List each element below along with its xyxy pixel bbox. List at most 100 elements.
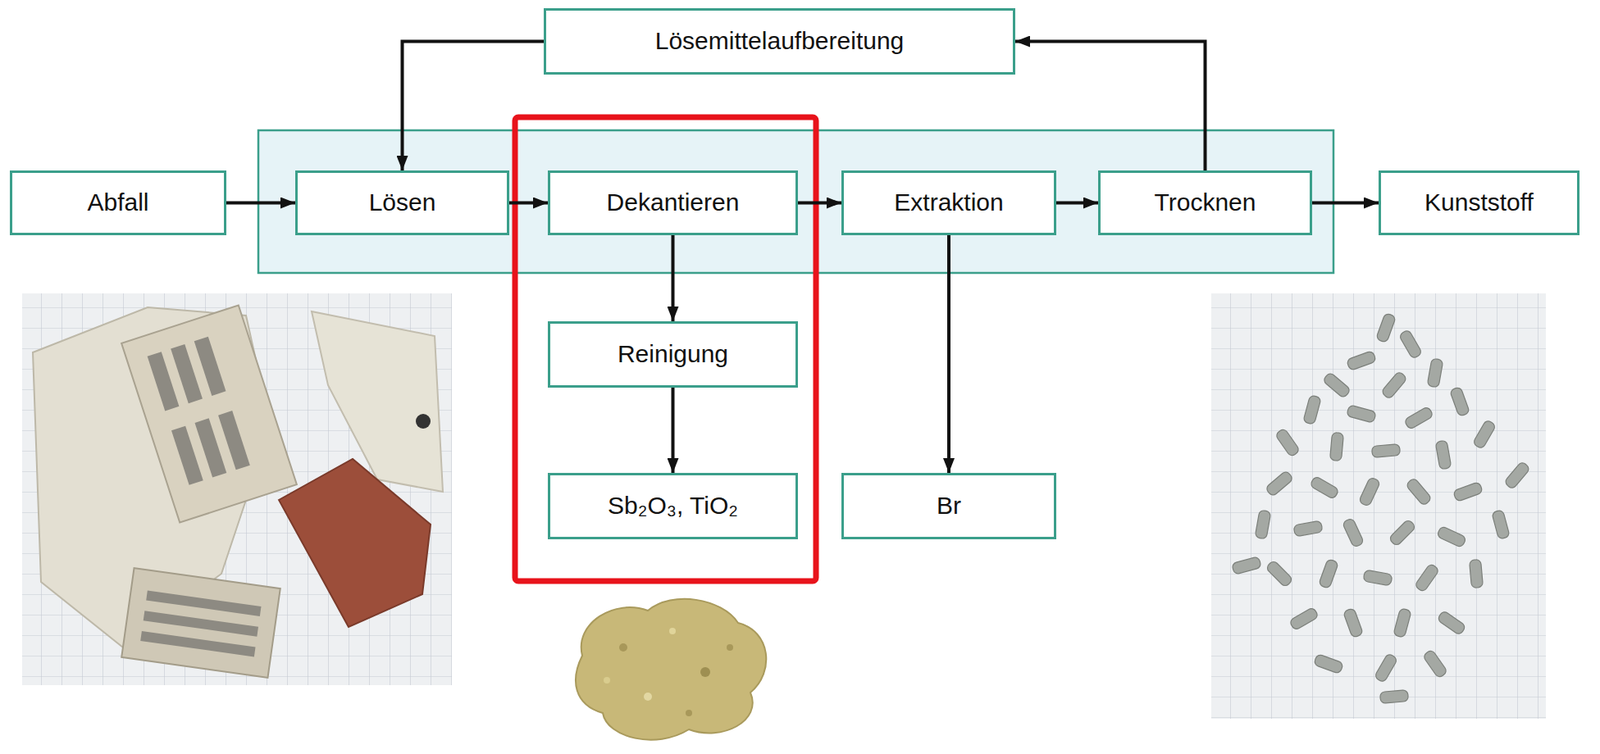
illustration-part [1426,358,1444,388]
illustration-part [1469,559,1484,589]
illustration-part [218,410,251,470]
illustration-part [1436,525,1468,548]
process-box: Abfall [9,170,227,236]
illustration-part [1254,510,1272,540]
illustration-part [311,311,443,493]
box-label: Kunststoff [1424,188,1534,218]
illustration-part [121,568,281,679]
process-box: Reinigung [547,321,798,388]
illustration-part [258,130,1334,274]
illustration-part [1405,477,1433,506]
illustration-part [1265,560,1294,589]
flow-arrow [947,235,951,474]
illustration-part [1472,419,1496,450]
illustration-part [140,631,256,657]
illustration-part [515,117,816,582]
illustration-part [1341,518,1364,549]
illustration-part [1373,653,1398,684]
illustration-part [1358,477,1381,508]
process-band [258,130,1334,274]
illustration-part [143,610,259,637]
box-label: Br [936,492,962,521]
box-label: Sb₂O₃, TiO₂ [607,492,739,521]
process-box: Trocknen [1098,170,1313,236]
illustration-part [1435,440,1452,470]
illustration-part [1303,395,1322,425]
illustration-part [194,337,227,397]
flow-arrow [671,235,675,322]
process-box: Extraktion [841,170,1057,236]
illustration-part [1330,432,1345,461]
process-box: Br [841,473,1057,540]
illustration-part [1264,470,1294,498]
illustration-part [619,643,628,652]
illustration-part [121,568,281,679]
illustration-part [1309,475,1340,500]
box-label: Abfall [86,188,149,218]
illustration-part [1318,559,1340,590]
illustration-part [1398,329,1423,360]
illustration-part [1371,444,1400,459]
illustration-part [1491,510,1510,540]
illustration-part [726,644,734,652]
illustration-part [1362,569,1393,587]
process-box: Kunststoff [1378,170,1580,236]
box-label: Extraktion [893,188,1003,218]
illustration-part [1393,608,1412,639]
flow-arrow [226,201,296,206]
highlight-frame [515,117,816,582]
box-label: Lösen [369,188,437,218]
flow-arrow [1312,201,1379,206]
process-box: Sb₂O₃, TiO₂ [547,473,798,540]
illustration-part [575,599,766,741]
illustration-part [685,710,693,717]
illustration-part [278,459,431,628]
illustration-part [1376,313,1397,344]
illustration-part [1275,428,1301,458]
illustration-part [1381,370,1409,400]
flow-arrow [509,201,548,206]
illustration-part [1388,519,1417,548]
illustration-part [1293,520,1323,538]
illustration-part [22,293,452,686]
box-label: Lösemittelaufbereitung [655,27,905,56]
illustration-part [1449,387,1471,418]
illustration-part [1289,606,1319,631]
flow-arrow [1056,201,1099,206]
illustration-part [1379,690,1409,705]
illustration-part [1211,293,1546,720]
illustration-part [1422,649,1449,680]
illustration-part [643,692,652,702]
illustration-part [145,591,261,617]
illustration-part [1403,405,1434,430]
illustration-part [669,628,676,635]
illustration-part [1313,654,1345,675]
illustration-part [171,426,204,486]
illustration-part [1231,556,1262,575]
flow-arrow [1015,41,1206,172]
illustration-part [1346,405,1377,424]
flow-arrow [402,41,545,172]
illustration-part [603,677,611,684]
illustration-part [1504,460,1532,490]
box-label: Trocknen [1154,188,1257,218]
illustration-part [415,414,431,429]
powder-photo [575,599,766,741]
flow-arrow [671,387,675,474]
illustration-part [195,418,228,478]
illustration-part [1343,608,1364,639]
illustration-part [121,305,297,523]
process-box: Lösen [295,170,510,236]
illustration-part [121,305,297,523]
waste-photo [22,293,452,686]
illustration-part [1414,563,1441,593]
process-box: Dekantieren [547,170,798,236]
illustration-part [1321,372,1351,400]
box-label: Reinigung [617,340,729,370]
illustration-part [1453,482,1484,503]
pellets-photo [1211,293,1546,720]
process-box: Lösemittelaufbereitung [543,8,1016,75]
box-label: Dekantieren [606,188,740,218]
